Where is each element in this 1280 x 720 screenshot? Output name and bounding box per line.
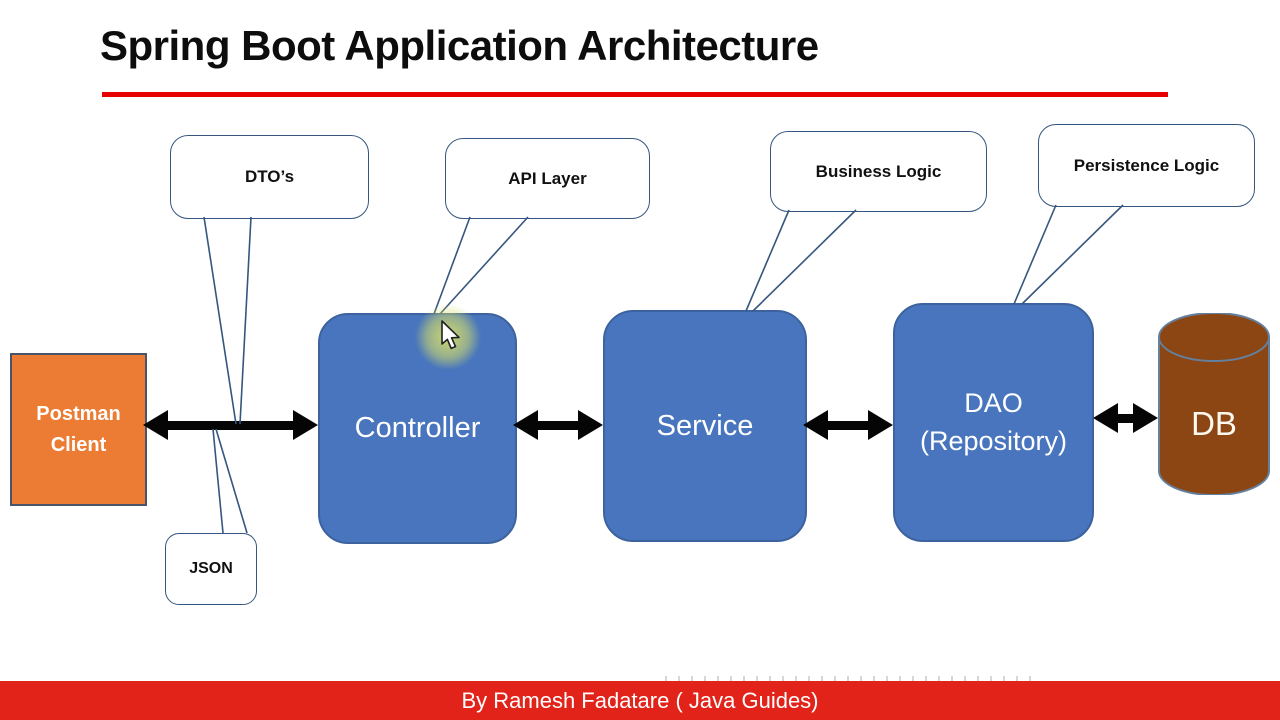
- json-tail-line: [212, 428, 224, 534]
- json-tail-line: [215, 428, 248, 534]
- arrowhead-left-icon: [143, 410, 168, 440]
- arrowhead-right-icon: [578, 410, 603, 440]
- arrowhead-left-icon: [513, 410, 538, 440]
- callout-json-label: JSON: [189, 560, 233, 577]
- arrowhead-right-icon: [293, 410, 318, 440]
- arrow-shaft: [168, 420, 293, 430]
- callout-api-layer: API Layer: [445, 138, 650, 219]
- node-db-label: DB: [1191, 405, 1237, 442]
- arrow-dao-db: [1093, 403, 1158, 433]
- callout-dto-label: DTO’s: [244, 167, 295, 186]
- arrow-service-dao: [803, 410, 893, 440]
- node-postman-client-label: Postman Client: [36, 402, 121, 456]
- arrowhead-right-icon: [868, 410, 893, 440]
- persistence-logic-tail-line: [1013, 204, 1057, 305]
- title-underline: [102, 92, 1168, 97]
- page-title: Spring Boot Application Architecture: [100, 22, 819, 69]
- db-cylinder-rim: [1158, 336, 1270, 363]
- node-postman-client: Postman Client: [10, 353, 147, 506]
- arrow-shaft: [538, 420, 578, 430]
- footer-credit: By Ramesh Fadatare ( Java Guides): [461, 687, 819, 713]
- arrow-postman-controller: [143, 410, 318, 440]
- persistence-logic-tail-line: [1021, 204, 1124, 305]
- api-layer-tail-line: [433, 216, 471, 315]
- callout-business-logic: Business Logic: [770, 131, 987, 212]
- node-dao-repository: DAO (Repository): [893, 303, 1094, 542]
- callout-persistence-logic-label: Persistence Logic: [1073, 155, 1220, 175]
- arrowhead-left-icon: [803, 410, 828, 440]
- arrow-controller-service: [513, 410, 603, 440]
- business-logic-tail-line: [752, 209, 857, 312]
- callout-persistence-logic: Persistence Logic: [1038, 124, 1255, 207]
- callout-api-layer-label: API Layer: [508, 168, 587, 188]
- mouse-cursor-icon: [441, 320, 460, 350]
- business-logic-tail-line: [745, 209, 790, 312]
- footer-bar: By Ramesh Fadatare ( Java Guides): [0, 681, 1280, 720]
- callout-json: JSON: [165, 533, 257, 605]
- dto-tail-line: [239, 216, 252, 425]
- node-dao-repository-label: DAO (Repository): [919, 387, 1068, 456]
- db-cylinder-icon: [1158, 311, 1270, 497]
- dto-tail-line: [203, 216, 237, 425]
- arrow-shaft: [1118, 413, 1133, 423]
- cropped-watermark-text: [665, 676, 1035, 681]
- node-service: Service: [603, 310, 807, 542]
- node-controller-label: Controller: [354, 412, 481, 444]
- arrowhead-left-icon: [1093, 403, 1118, 433]
- callout-dto: DTO’s: [170, 135, 369, 219]
- node-db: DB: [1158, 311, 1270, 497]
- callout-business-logic-label: Business Logic: [815, 161, 942, 181]
- node-controller: Controller: [318, 313, 517, 544]
- arrowhead-right-icon: [1133, 403, 1158, 433]
- arrow-shaft: [828, 420, 868, 430]
- api-layer-tail-line: [439, 216, 529, 315]
- node-service-label: Service: [656, 409, 754, 442]
